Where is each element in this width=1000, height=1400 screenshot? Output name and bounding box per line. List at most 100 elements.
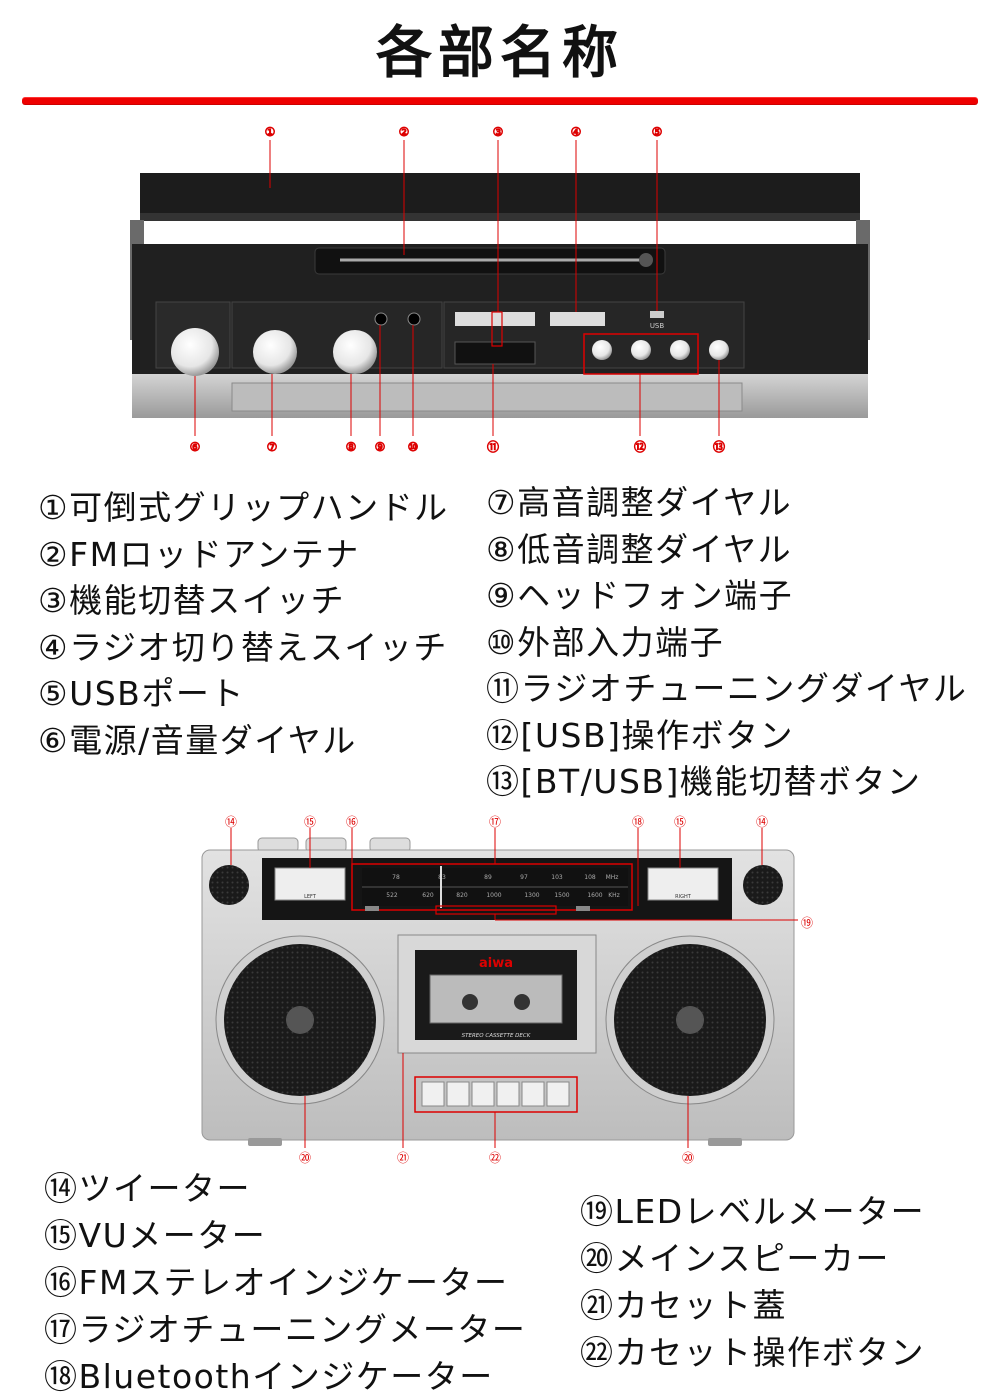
list-item: ⑱Bluetoothインジケーター xyxy=(44,1357,494,1396)
callout-number: ⑭ xyxy=(756,815,768,829)
am-tick: 1600 xyxy=(587,892,602,899)
title-underline xyxy=(22,98,978,104)
callout-number: ⑲ xyxy=(801,916,813,930)
list-item: ⑫[USB]操作ボタン xyxy=(486,715,794,755)
radio-band-switch xyxy=(550,312,605,326)
top-view-diagram: USB ① ② ③ ④ ⑤ ⑥ ⑦ ⑧ ⑨ ⑩ ⑪ ⑫ ⑬ xyxy=(130,125,870,455)
list-item: ②FMロッドアンテナ xyxy=(38,534,360,574)
parts-list-bottom-left: ⑭ツイーター ⑮VUメーター ⑯FMステレオインジケーター ⑰ラジオチューニング… xyxy=(44,1165,526,1400)
callout-number: ① xyxy=(265,125,276,139)
cassette-button xyxy=(546,1081,570,1107)
usb-next-button xyxy=(670,340,690,360)
cassette-lid xyxy=(397,934,597,1054)
fm-tick: 108 xyxy=(584,874,596,881)
fm-tick: 89 xyxy=(484,874,492,881)
list-item: ⑳メインスピーカー xyxy=(580,1239,890,1278)
list-item: ⑨ヘッドフォン端子 xyxy=(486,576,794,615)
left-vu-meter xyxy=(274,867,346,901)
treble-dial xyxy=(253,330,297,374)
am-tick: 1000 xyxy=(486,892,501,899)
right-vu-meter xyxy=(647,867,719,901)
callout-number: ㉑ xyxy=(397,1151,409,1165)
aux-input-jack xyxy=(407,312,421,326)
am-tick: 522 xyxy=(386,892,398,899)
callout-number: ⑪ xyxy=(487,440,499,454)
list-item: ④ラジオ切り替えスイッチ xyxy=(38,627,448,667)
bt-usb-mode-button xyxy=(709,340,729,360)
callout-number: ⑬ xyxy=(713,440,725,454)
callout-number: ㉒ xyxy=(489,1151,501,1165)
fm-tick: 97 xyxy=(520,874,528,881)
cassette-button xyxy=(446,1081,470,1107)
headphone-jack xyxy=(374,312,388,326)
callout-number: ⑧ xyxy=(346,440,357,454)
callout-number: ⑰ xyxy=(489,815,501,829)
cassette-button xyxy=(471,1081,495,1107)
list-item: ⑬[BT/USB]機能切替ボタン xyxy=(486,762,922,801)
list-item: ⑥電源/音量ダイヤル xyxy=(38,720,357,760)
right-tweeter xyxy=(743,865,783,905)
bass-dial xyxy=(333,330,377,374)
list-item: ㉑カセット蓋 xyxy=(580,1286,787,1325)
callout-number: ⑭ xyxy=(225,815,237,829)
list-item: ⑯FMステレオインジケーター xyxy=(44,1263,509,1302)
khz-label: KHz xyxy=(608,892,620,899)
left-vu-label: LEFT xyxy=(304,894,317,900)
parts-list-bottom-right: ⑲LEDレベルメーター ⑳メインスピーカー ㉑カセット蓋 ㉒カセット操作ボタン xyxy=(580,1188,925,1376)
am-tick: 1300 xyxy=(524,892,539,899)
am-tick: 620 xyxy=(422,892,434,899)
usb-port xyxy=(650,311,664,318)
callout-number: ③ xyxy=(493,125,504,139)
callout-number: ⑮ xyxy=(674,815,686,829)
page-title: 各部名称 xyxy=(376,21,624,86)
callout-number: ⑥ xyxy=(190,440,201,454)
am-tick: 1500 xyxy=(554,892,569,899)
tuning-meter-box xyxy=(351,863,633,911)
callout-number: ⑨ xyxy=(375,440,386,454)
mhz-label: MHz xyxy=(606,874,619,881)
list-item: ⑲LEDレベルメーター xyxy=(580,1192,926,1231)
list-item: ⑭ツイーター xyxy=(44,1169,251,1208)
usb-prev-button xyxy=(631,340,651,360)
callout-number: ⑳ xyxy=(682,1151,694,1165)
left-tweeter xyxy=(209,865,249,905)
callout-number: ⑦ xyxy=(267,440,278,454)
list-item: ⑩外部入力端子 xyxy=(486,622,725,662)
function-switch xyxy=(455,312,535,326)
grip-handle xyxy=(140,173,860,215)
callout-number: ⑮ xyxy=(304,815,316,829)
deck-label: STEREO CASSETTE DECK xyxy=(462,1033,531,1039)
left-main-speaker xyxy=(224,944,376,1096)
callout-number: ④ xyxy=(571,125,582,139)
cassette-button xyxy=(496,1081,520,1107)
fm-stereo-indicator xyxy=(365,906,379,911)
brand-logo: aiwa xyxy=(479,956,513,971)
list-item: ③機能切替スイッチ xyxy=(38,581,346,620)
cassette-button xyxy=(421,1081,445,1107)
list-item: ⑰ラジオチューニングメーター xyxy=(44,1310,527,1349)
list-item: ㉒カセット操作ボタン xyxy=(580,1333,925,1372)
list-item: ⑦高音調整ダイヤル xyxy=(486,483,793,522)
callout-number: ⑤ xyxy=(652,125,663,139)
parts-list-top-right: ⑦高音調整ダイヤル ⑧低音調整ダイヤル ⑨ヘッドフォン端子 ⑩外部入力端子 ⑪ラ… xyxy=(486,480,967,806)
cassette-buttons-box xyxy=(414,1076,578,1113)
list-item: ⑤USBポート xyxy=(38,674,245,713)
parts-list-top-left: ①可倒式グリップハンドル ②FMロッドアンテナ ③機能切替スイッチ ④ラジオ切り… xyxy=(38,485,449,764)
fm-tick: 83 xyxy=(438,874,446,881)
list-item: ⑪ラジオチューニングダイヤル xyxy=(486,669,968,708)
callout-number: ② xyxy=(399,125,410,139)
list-item: ⑧低音調整ダイヤル xyxy=(486,529,793,569)
led-level-meter xyxy=(435,905,557,915)
usb-play-button xyxy=(592,340,612,360)
tuning-dial xyxy=(454,341,536,365)
usb-label: USB xyxy=(650,322,665,330)
list-item: ⑮VUメーター xyxy=(44,1216,267,1255)
fm-tick: 78 xyxy=(392,874,400,881)
bluetooth-indicator xyxy=(576,906,590,911)
volume-dial xyxy=(171,328,219,376)
am-tick: 820 xyxy=(456,892,468,899)
callout-number: ⑳ xyxy=(299,1151,311,1165)
callout-number: ⑫ xyxy=(634,440,646,454)
callout-number: ⑩ xyxy=(408,440,419,454)
right-main-speaker xyxy=(614,944,766,1096)
